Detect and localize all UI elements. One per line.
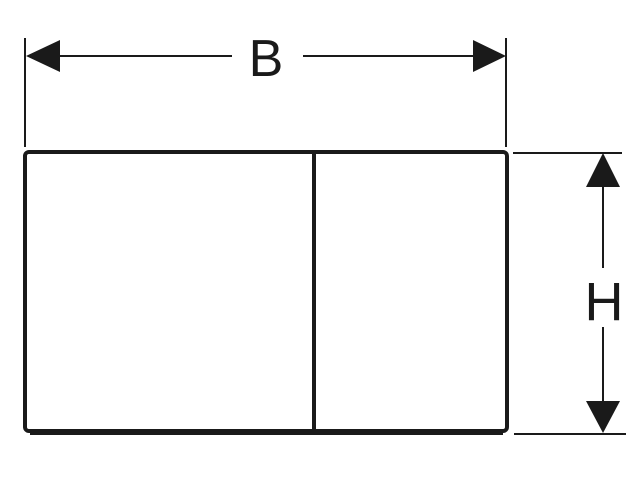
up-arrowhead-icon	[586, 153, 620, 187]
down-arrowhead-icon	[586, 401, 620, 433]
plate-frame	[23, 150, 509, 433]
width-label: B	[249, 30, 284, 88]
height-dimension: H	[513, 152, 626, 435]
left-arrowhead-icon	[26, 40, 60, 72]
height-label: H	[585, 272, 624, 332]
right-arrowhead-icon	[473, 40, 506, 72]
width-dimension: B	[24, 30, 507, 147]
plate-outline	[23, 150, 509, 435]
